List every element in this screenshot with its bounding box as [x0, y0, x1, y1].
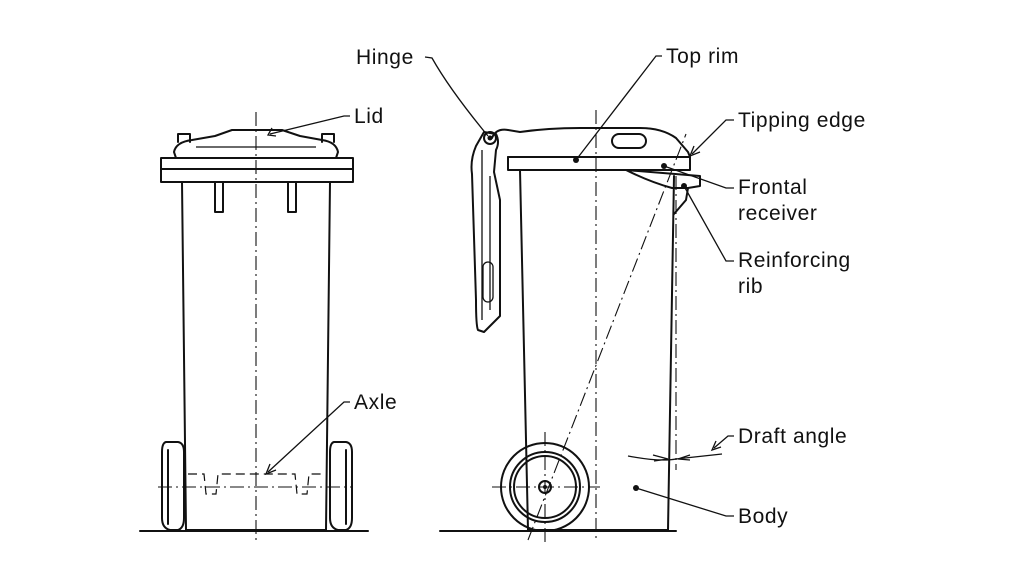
- side-wheel-rim: [513, 455, 577, 519]
- front-lid-tab: [321, 133, 335, 143]
- front-body: [181, 181, 331, 531]
- side-wheel-tread: [509, 451, 581, 523]
- label-lid: Lid: [354, 105, 384, 128]
- label-reinforcing-rib-line1: Reinforcing: [738, 249, 851, 272]
- labels: Hinge Top rim Lid Tipping edge Frontal r…: [354, 45, 866, 528]
- body-leader-dot: [633, 485, 639, 491]
- side-body: [519, 169, 675, 531]
- reinforcing-rib-leader: [683, 185, 734, 262]
- front-wheel-left: [161, 441, 185, 531]
- front-lid-dome: [173, 129, 339, 159]
- front-tab-left: [214, 181, 224, 213]
- axle-leader-arrow: [264, 463, 277, 476]
- leader-lines: [264, 55, 734, 517]
- tipping-line: [527, 133, 687, 541]
- side-handle-detail: [481, 150, 491, 320]
- side-handle-grip: [482, 261, 494, 303]
- lid-handle: [611, 133, 647, 149]
- draft-angle-arc: [627, 453, 723, 461]
- hinge-leader-dot: [487, 135, 493, 141]
- front-view: [139, 112, 369, 540]
- side-lid: [491, 127, 691, 158]
- lid-leader: [269, 115, 350, 135]
- label-hinge: Hinge: [356, 46, 414, 69]
- side-wheel-outer: [500, 442, 590, 532]
- label-body: Body: [738, 505, 788, 528]
- tipping-edge-leader: [691, 119, 734, 155]
- frontal-receiver-leader: [663, 165, 734, 189]
- side-wheel-hub: [538, 480, 552, 494]
- label-frontal-receiver-line2: receiver: [738, 202, 818, 225]
- reinforcing-rib-shape: [673, 187, 689, 215]
- draft-angle-arrow-right: [677, 454, 691, 461]
- top-rim-leader: [575, 55, 662, 161]
- label-frontal-receiver-line1: Frontal: [738, 176, 808, 199]
- draft-angle-arrow-left: [652, 454, 669, 462]
- body-leader: [635, 487, 734, 517]
- draft-angle-leader: [713, 435, 734, 449]
- label-axle: Axle: [354, 391, 397, 414]
- tipping-edge-leader-arrow: [688, 145, 701, 158]
- side-wheel-axle-dot: [543, 485, 547, 489]
- label-draft-angle: Draft angle: [738, 425, 847, 448]
- label-reinforcing-rib-line2: rib: [738, 275, 763, 298]
- label-tipping-edge: Tipping edge: [738, 109, 866, 132]
- front-tab-right: [287, 181, 297, 213]
- frontal-receiver-leader-dot: [661, 163, 667, 169]
- side-handle-bar: [470, 131, 501, 333]
- side-view: [439, 110, 723, 545]
- top-rim-leader-dot: [573, 157, 579, 163]
- label-top-rim: Top rim: [666, 45, 739, 68]
- hinge-leader: [424, 56, 489, 137]
- reinforcing-rib-leader-dot: [681, 183, 687, 189]
- draft-angle-leader-arrow: [710, 440, 722, 452]
- frontal-receiver-shape: [625, 169, 701, 189]
- axle-leader: [267, 401, 350, 473]
- front-axle-housing: [188, 473, 324, 495]
- front-wheel-right: [329, 441, 353, 531]
- lid-leader-arrow: [266, 127, 277, 137]
